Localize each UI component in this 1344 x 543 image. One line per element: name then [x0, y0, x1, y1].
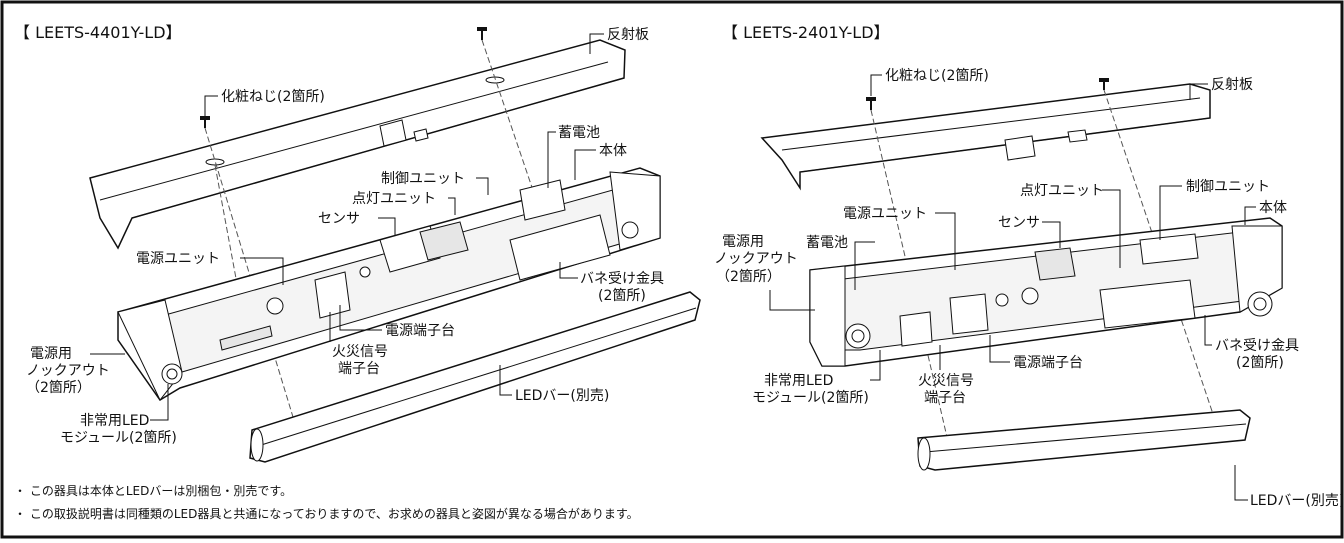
note-line-2: ・ この取扱説明書は同種類のLED器具と共通になっておりますので、お求めの器具と… — [14, 506, 639, 521]
left-power-unit-label: 電源ユニット — [136, 251, 220, 267]
left-spring-bracket-count: (2箇所) — [598, 287, 646, 304]
left-reflector-label: 反射板 — [607, 27, 649, 43]
left-diagram: 【 LEETS-4401Y-LD】 — [14, 23, 701, 463]
left-screw-icon — [200, 27, 487, 128]
left-spring-bracket-label: バネ受け金具 — [580, 271, 664, 287]
left-knockout-label-2: ノックアウト — [26, 363, 110, 379]
right-emergency-label-2: モジュール(2箇所) — [752, 389, 869, 406]
left-led-bar-label: LEDバー(別売) — [515, 388, 609, 404]
right-spring-bracket-count: (2箇所) — [1236, 354, 1284, 371]
left-body-part — [117, 167, 661, 402]
right-body-label: 本体 — [1259, 200, 1287, 216]
left-screw-label: 化粧ねじ(2箇所) — [221, 88, 325, 105]
right-power-unit-label: 電源ユニット — [843, 206, 927, 222]
right-knockout-label: 電源用 — [722, 234, 764, 250]
left-sensor-label: センサ — [318, 211, 360, 227]
right-sensor-label: センサ — [998, 215, 1040, 231]
right-knockout-label-2: ノックアウト — [714, 251, 798, 267]
left-lighting-unit-label: 点灯ユニット — [352, 191, 436, 207]
right-control-unit-label: 制御ユニット — [1186, 179, 1270, 195]
left-fire-terminal-label: 火災信号 — [332, 344, 388, 360]
right-battery-label: 蓄電池 — [806, 235, 848, 251]
left-emergency-label: 非常用LED — [80, 413, 149, 429]
right-reflector-label: 反射板 — [1211, 77, 1253, 93]
right-spring-bracket-label: バネ受け金具 — [1215, 338, 1299, 354]
right-title: 【 LEETS-2401Y-LD】 — [722, 23, 890, 42]
right-screw-icon — [866, 78, 1109, 110]
right-led-bar-part — [917, 409, 1251, 471]
right-knockout-label-3: （2箇所） — [716, 268, 781, 285]
right-power-terminal-label: 電源端子台 — [1013, 355, 1083, 371]
left-power-terminal-label: 電源端子台 — [385, 323, 455, 339]
left-body-label: 本体 — [599, 143, 627, 159]
left-knockout-label: 電源用 — [30, 346, 72, 362]
left-reflector-part — [89, 39, 626, 250]
right-body-part — [809, 217, 1283, 367]
left-fire-terminal-label-2: 端子台 — [338, 361, 380, 377]
right-diagram: 【 LEETS-2401Y-LD】 — [714, 23, 1344, 509]
left-battery-label: 蓄電池 — [558, 125, 600, 141]
right-fire-terminal-label: 火災信号 — [918, 373, 974, 389]
right-fire-terminal-label-2: 端子台 — [924, 390, 966, 406]
right-led-bar-label: LEDバー(別売) — [1250, 493, 1344, 509]
right-lighting-unit-label: 点灯ユニット — [1020, 183, 1104, 199]
right-screw-label: 化粧ねじ(2箇所) — [885, 67, 989, 84]
left-knockout-label-3: （2箇所） — [26, 379, 91, 396]
note-line-1: ・ この器具は本体とLEDバーは別梱包・別売です。 — [14, 483, 292, 498]
left-control-unit-label: 制御ユニット — [381, 171, 465, 187]
left-title: 【 LEETS-4401Y-LD】 — [14, 23, 182, 42]
right-emergency-label: 非常用LED — [764, 373, 833, 389]
right-reflector-part — [760, 83, 1211, 191]
left-led-bar-part — [249, 291, 701, 463]
left-emergency-label-2: モジュール(2箇所) — [60, 429, 177, 446]
